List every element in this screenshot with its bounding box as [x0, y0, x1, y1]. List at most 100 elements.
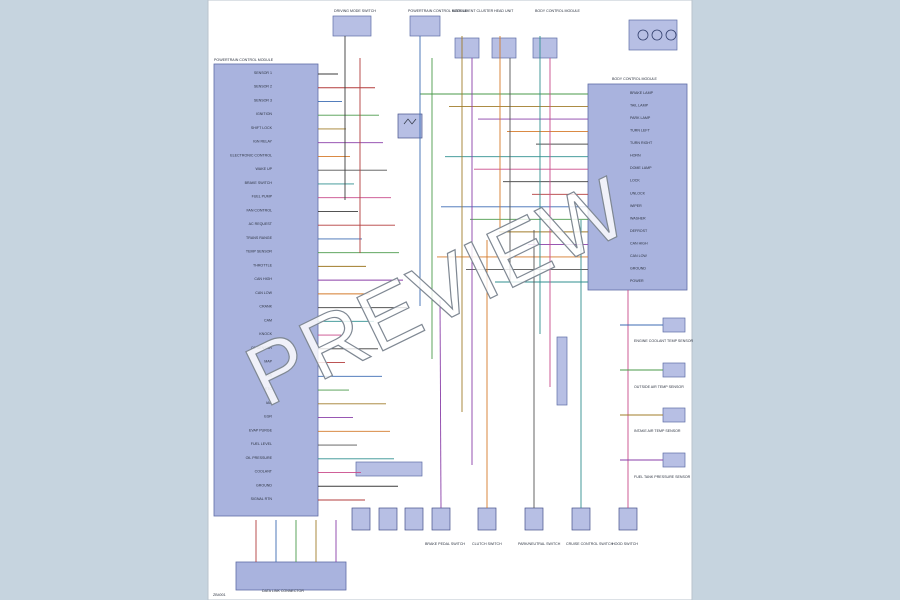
left-module-pin-label: SHIFT LOCK: [251, 126, 273, 130]
sensor-box: [662, 362, 686, 378]
left-module-pin-label: EVAP PURGE: [249, 428, 273, 432]
switch-label: PARK/NEUTRAL SWITCH: [518, 542, 561, 546]
sensor-box-1: [454, 37, 480, 59]
lamp-icon: [651, 29, 663, 41]
switch-label: CRUISE CONTROL SWITCH: [566, 542, 614, 546]
right-control-module: BRAKE LAMP TAIL LAMP PARK LAMP TURN LEFT TUR…: [587, 77, 688, 291]
right-module-pin-label: UNLOCK: [630, 191, 646, 195]
left-module-pin-label: BRAKE SWITCH: [245, 181, 273, 185]
switch-box: [571, 507, 591, 531]
top-component-label: DRIVING MODE SWITCH: [334, 9, 376, 13]
sensor-box-3: [532, 37, 558, 59]
bottom-junction-block: [355, 461, 423, 477]
left-module-pin-label: CAN LOW: [255, 291, 272, 295]
left-module-pin-label: IGNITION: [256, 112, 272, 116]
wire: [439, 299, 442, 509]
switch-box: [524, 507, 544, 531]
left-module-pin-label: EGR: [264, 415, 272, 419]
fuse-box-1: [332, 15, 372, 37]
left-module-pin-label: MAP: [264, 360, 272, 364]
footer-code: ZB4001: [213, 593, 226, 597]
right-module-pin-label: DEFROST: [630, 229, 648, 233]
sensor-box: [662, 452, 686, 468]
top-component-label: POWERTRAIN CONTROL MODULE: [408, 9, 468, 13]
left-module-pin-label: SENSOR 1: [254, 71, 272, 75]
left-module-pin-label: VSS: [265, 373, 273, 377]
bottom-connector: DATA LINK CONNECTOR: [235, 561, 347, 593]
right-module-pin-label: TURN LEFT: [630, 129, 651, 133]
bottom-connector-body: [235, 561, 347, 591]
wire-layer: [255, 36, 663, 562]
left-module-pin-label: OIL PRESSURE: [246, 456, 273, 460]
bottom-connector-title: DATA LINK CONNECTOR: [262, 589, 304, 593]
right-module-pin-label: WIPER: [630, 204, 642, 208]
left-module-pin-label: WAKE UP: [256, 167, 273, 171]
left-module-pin-label: ETC: [265, 387, 273, 391]
left-module-pin-label: TRANS RANGE: [246, 236, 273, 240]
right-module-pin-label: CAN HIGH: [630, 241, 648, 245]
right-module-pin-label: BRAKE LAMP: [630, 91, 654, 95]
left-module-pin-label: KNOCK: [259, 332, 272, 336]
left-module-pin-label: SIGNAL RTN: [251, 497, 273, 501]
right-module-pin-label: GROUND: [630, 267, 646, 271]
right-module-pin-label: POWER: [630, 279, 644, 283]
left-module-body: [213, 63, 319, 517]
switch-box: [618, 507, 638, 531]
relay-box: [404, 507, 424, 531]
right-module-pin-label: HORN: [630, 154, 641, 158]
right-module-pin-label: CAN LOW: [630, 254, 647, 258]
left-module-pin-label: FUEL LEVEL: [251, 442, 272, 446]
lamp-icon: [665, 29, 677, 41]
left-module-pin-label: IAC: [266, 401, 272, 405]
left-module-pin-label: ELECTRONIC CONTROL: [230, 154, 272, 158]
left-module-pin-label: TEMP SENSOR: [246, 250, 272, 254]
switch-box: [431, 507, 451, 531]
sensor-box: [662, 317, 686, 333]
relay-box: [351, 507, 371, 531]
left-module-pin-label: THROTTLE: [253, 263, 273, 267]
left-control-module: SENSOR 1 SENSOR 2 SENSOR 3 IGNITION SHIFT LO…: [213, 58, 319, 517]
left-module-pin-label: AC REQUEST: [249, 222, 273, 226]
left-module-pin-label: FUEL PUMP: [252, 195, 273, 199]
sensor-box-2: [491, 37, 517, 59]
switch-label: CLUTCH SWITCH: [472, 542, 502, 546]
left-module-pin-label: COOLANT: [255, 470, 273, 474]
left-module-pin-label: CAN HIGH: [254, 277, 272, 281]
relay-box: [378, 507, 398, 531]
left-module-pin-label: CRANK: [259, 305, 272, 309]
top-component-label: HEAD UNIT: [494, 9, 514, 13]
right-module-pin-label: TURN RIGHT: [630, 141, 653, 145]
left-module-pin-label: SENSOR 3: [254, 99, 272, 103]
right-module-title: BODY CONTROL MODULE: [612, 77, 658, 81]
splice-connector: [556, 336, 568, 406]
lamp-icon: [637, 29, 649, 41]
right-module-pin-label: WASHER: [630, 216, 646, 220]
right-module-pin-label: PARK LAMP: [630, 116, 651, 120]
right-module-pin-label: DOME LAMP: [630, 166, 652, 170]
top-fuse-boxes: [332, 15, 678, 59]
switch-box: [477, 507, 497, 531]
left-module-pin-label: FAN CONTROL: [246, 208, 272, 212]
sensor-label: FUEL TANK PRESSURE SENSOR: [634, 475, 691, 479]
left-module-pin-label: CAM: [264, 318, 272, 322]
top-right-module: [628, 19, 678, 51]
center-relay: [397, 113, 423, 139]
top-component-label: BODY CONTROL MODULE: [535, 9, 581, 13]
right-module-pin-label: TAIL LAMP: [630, 104, 649, 108]
relay-box: [397, 113, 423, 139]
sensor-label: ENGINE COOLANT TEMP SENSOR: [634, 339, 694, 343]
left-module-pin-label: SENSOR 2: [254, 85, 272, 89]
left-module-pin-label: GROUND: [256, 483, 272, 487]
left-module-pin-label: IGN RELAY: [253, 140, 273, 144]
right-module-body: [587, 83, 688, 291]
switch-label: BRAKE PEDAL SWITCH: [425, 542, 465, 546]
right-module-pin-label: LOCK: [630, 179, 640, 183]
fuse-box-2: [409, 15, 441, 37]
switch-label: HOOD SWITCH: [612, 542, 638, 546]
sensor-label: OUTSIDE AIR TEMP SENSOR: [634, 385, 684, 389]
sensor-box: [662, 407, 686, 423]
left-module-pin-label: O2 SENSOR: [251, 346, 272, 350]
left-module-title: POWERTRAIN CONTROL MODULE: [214, 58, 274, 62]
top-component-label: INSTRUMENT CLUSTER: [452, 9, 494, 13]
